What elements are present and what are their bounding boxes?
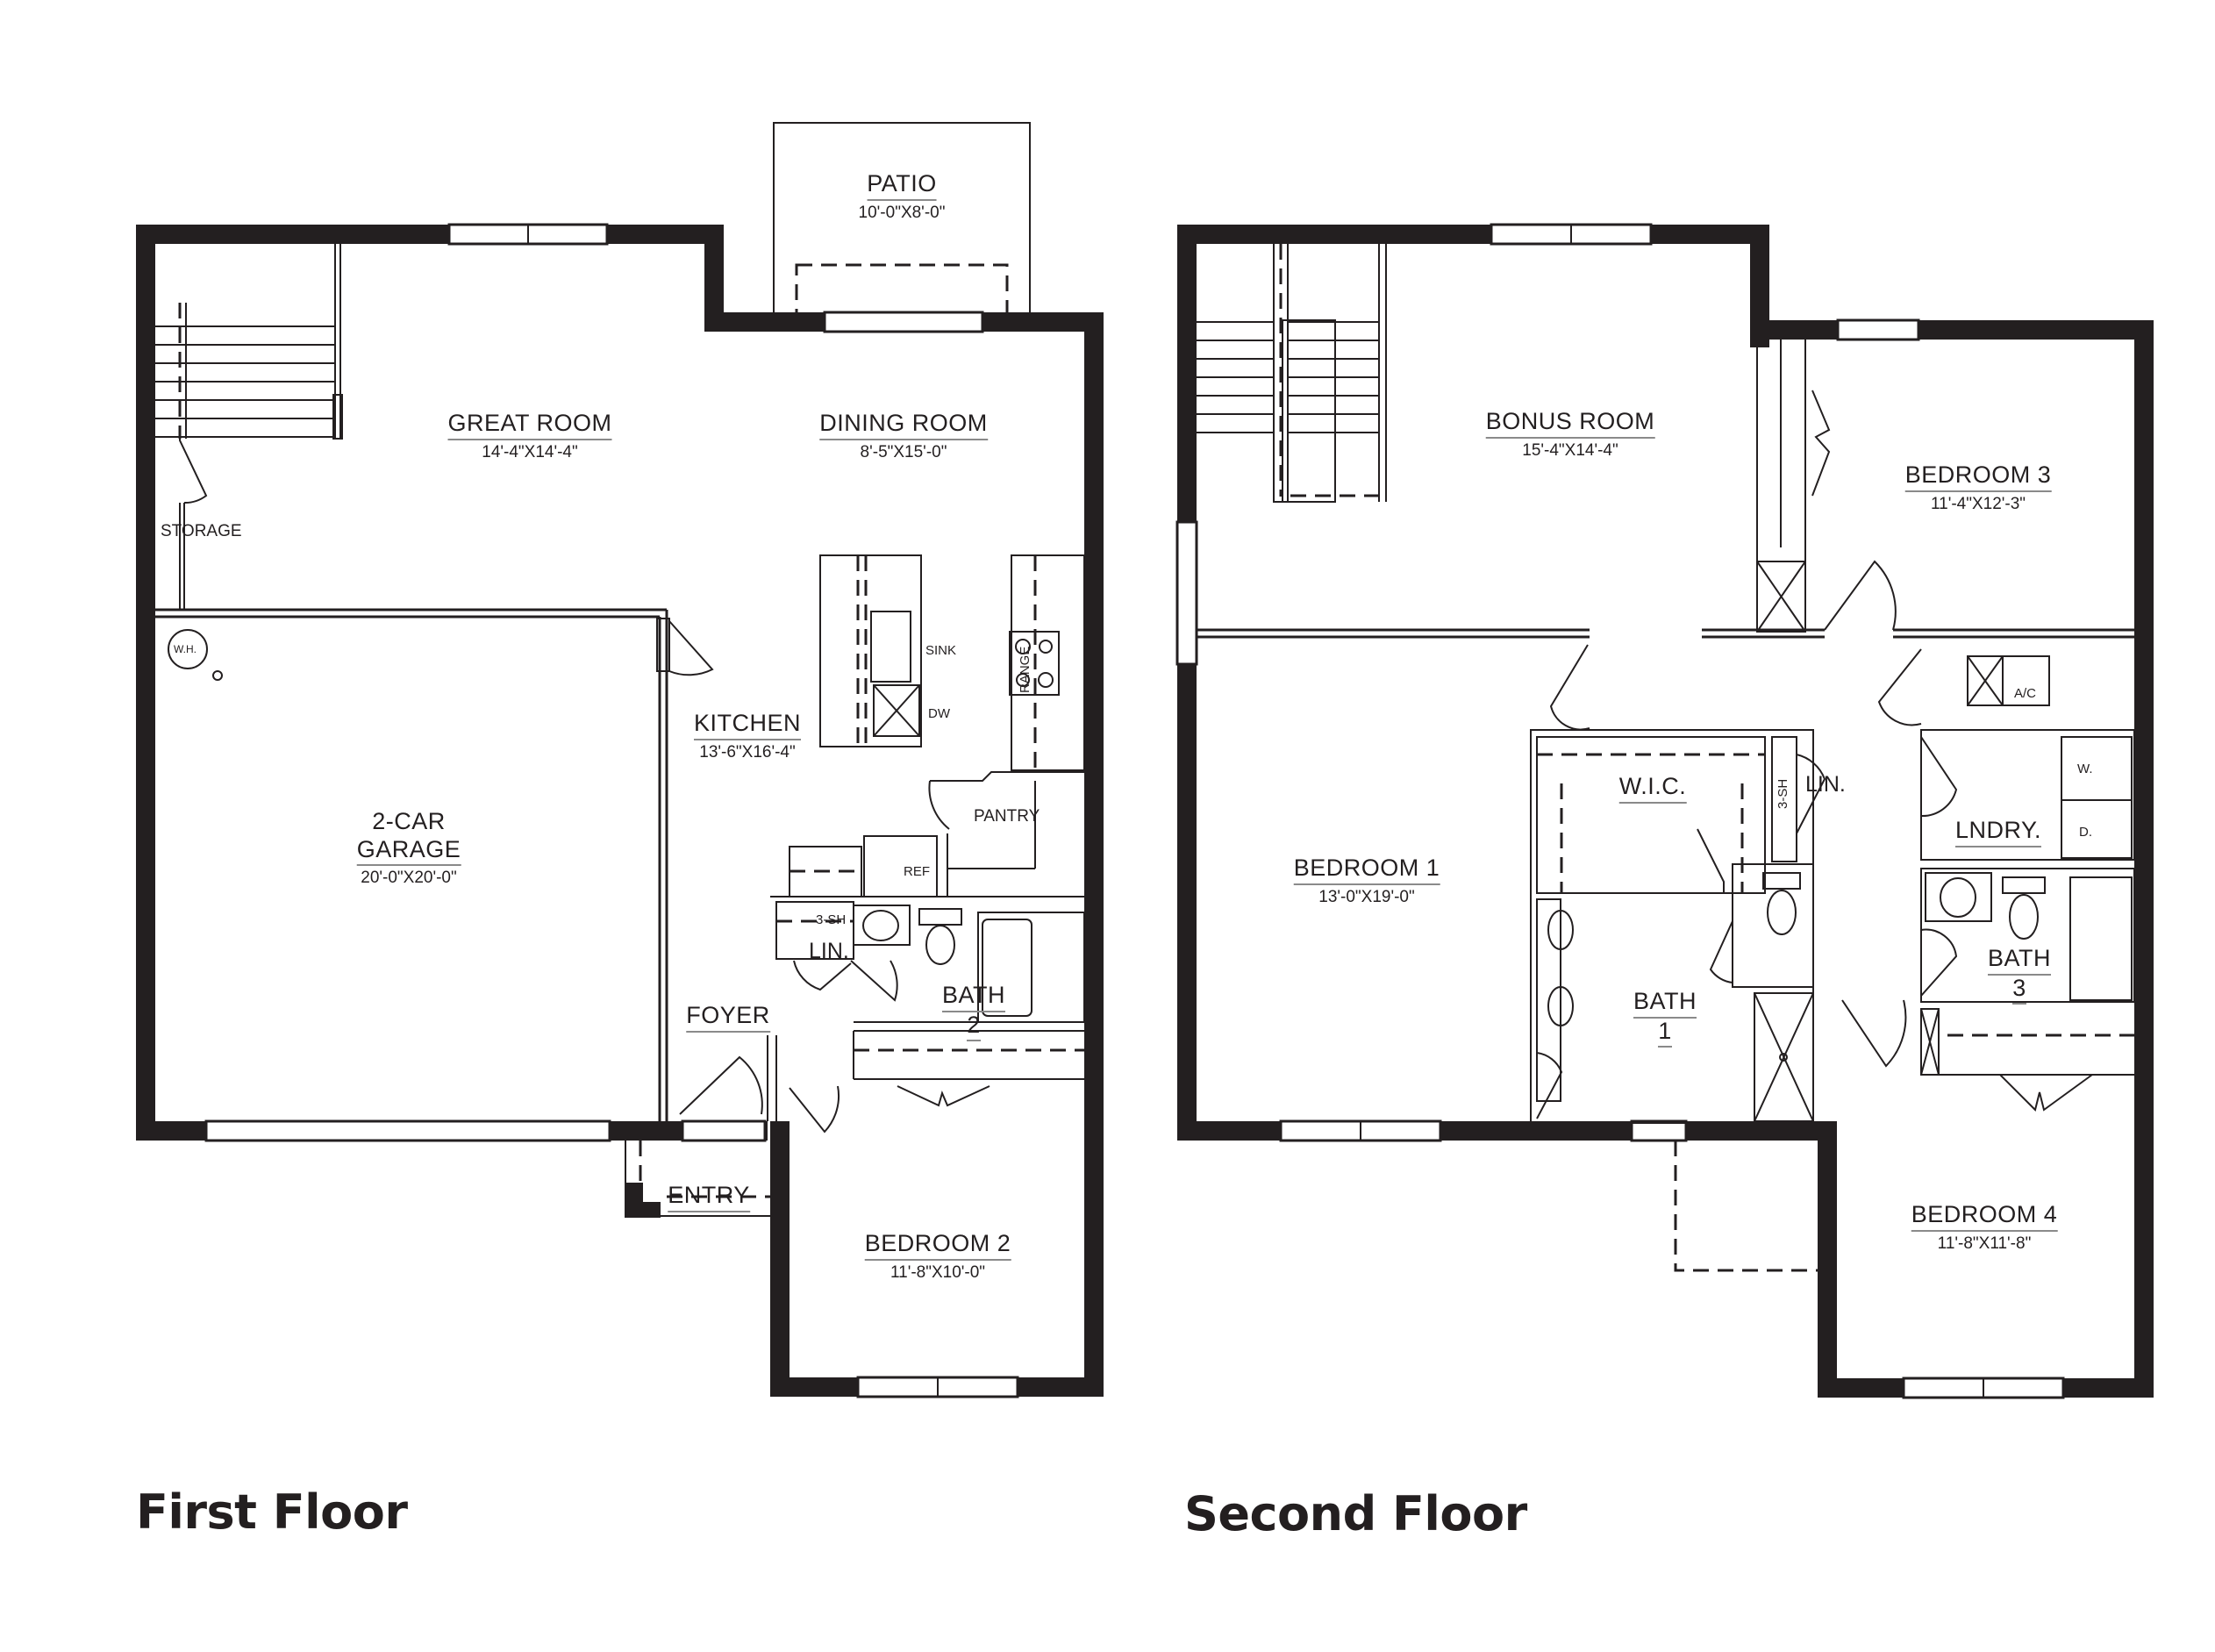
garage-door-swing xyxy=(668,620,714,676)
vanity xyxy=(853,905,911,946)
room-number: 3 xyxy=(2012,975,2026,1005)
room-name: GREAT ROOM xyxy=(447,410,612,440)
room-dimensions: 20'-0"X20'-0" xyxy=(361,869,457,888)
sink xyxy=(870,611,911,683)
room-dimensions: 10'-0"X8'-0" xyxy=(858,203,946,222)
room-name-line1: 2-CAR xyxy=(372,808,446,834)
room-name: BEDROOM 1 xyxy=(1293,855,1440,885)
room-name: BEDROOM 2 xyxy=(864,1230,1011,1261)
room-name: KITCHEN xyxy=(693,710,802,740)
room-bedroom-1: BEDROOM 1 13'-0"X19'-0" xyxy=(1293,855,1440,907)
room-dimensions: 14'-4"X14'-4" xyxy=(482,442,578,461)
room-linen: LIN. xyxy=(809,939,849,963)
shelf-label: 3-SH xyxy=(1776,778,1790,809)
room-bedroom-2: BEDROOM 2 11'-8"X10'-0" xyxy=(864,1230,1011,1283)
room-bath-2: BATH 2 xyxy=(941,982,1006,1042)
room-name: BATH xyxy=(1633,988,1697,1019)
ac-unit xyxy=(1967,655,2050,706)
room-dimensions: 11'-4"X12'-3" xyxy=(1930,494,2026,513)
room-name: LNDRY. xyxy=(1954,817,2042,847)
linen-shelf xyxy=(1771,736,1797,862)
wic xyxy=(1536,736,1766,894)
room-bedroom-3: BEDROOM 3 11'-4"X12'-3" xyxy=(1904,461,2052,514)
washer xyxy=(2061,736,2133,801)
dryer xyxy=(2061,799,2133,859)
room-garage: 2-CAR GARAGE 20'-0"X20'-0" xyxy=(356,808,461,888)
counter xyxy=(1011,554,1085,771)
room-name: FOYER xyxy=(686,1002,770,1033)
water-heater xyxy=(168,629,208,669)
dishwasher-label: DW xyxy=(928,706,950,721)
room-pantry: PANTRY xyxy=(974,807,1040,826)
room-storage: STORAGE xyxy=(161,522,242,540)
room-bedroom-4: BEDROOM 4 11'-8"X11'-8" xyxy=(1911,1201,2058,1254)
first-floor-walls xyxy=(136,122,1104,1398)
room-kitchen: KITCHEN 13'-6"X16'-4" xyxy=(693,710,802,762)
laundry-room xyxy=(1920,729,2135,861)
dryer-label: D. xyxy=(2079,825,2092,840)
water-closet xyxy=(1732,863,1814,988)
room-foyer: FOYER xyxy=(686,1002,770,1033)
refrigerator-label: REF xyxy=(904,864,930,879)
second-floor-walls xyxy=(1175,223,2154,1399)
range-label: RANGE xyxy=(1018,646,1032,693)
room-great-room: GREAT ROOM 14'-4"X14'-4" xyxy=(447,410,612,462)
ac-label: A/C xyxy=(2014,686,2037,701)
bath-3 xyxy=(1920,868,2135,1003)
room-name: BEDROOM 3 xyxy=(1904,461,2052,492)
shelf-label: 3-SH xyxy=(816,912,847,927)
dishwasher xyxy=(873,684,920,737)
room-name: ENTRY xyxy=(668,1182,750,1212)
room-name: BEDROOM 4 xyxy=(1911,1201,2058,1232)
room-bath-3: BATH 3 xyxy=(1987,945,2052,1005)
room-laundry: LNDRY. xyxy=(1954,817,2042,847)
room-patio: PATIO 10'-0"X8'-0" xyxy=(858,170,946,223)
room-dimensions: 11'-8"X11'-8" xyxy=(1937,1234,2032,1253)
room-number: 2 xyxy=(967,1012,981,1042)
room-dimensions: 13'-6"X16'-4" xyxy=(699,742,796,762)
patio-outline xyxy=(773,122,1031,331)
first-floor-title: First Floor xyxy=(136,1484,408,1540)
kitchen-island xyxy=(819,554,922,747)
room-dimensions: 11'-8"X10'-0" xyxy=(890,1262,986,1282)
range xyxy=(1009,631,1060,696)
room-linen: LIN. xyxy=(1805,772,1846,797)
slider-door xyxy=(823,311,984,333)
room-entry: ENTRY xyxy=(668,1182,750,1212)
room-number: 1 xyxy=(1658,1018,1672,1048)
room-bonus-room: BONUS ROOM 15'-4"X14'-4" xyxy=(1485,408,1655,461)
room-name: W.I.C. xyxy=(1618,773,1687,804)
room-bath-1: BATH 1 xyxy=(1633,988,1697,1048)
sink-label: SINK xyxy=(925,643,957,658)
room-wic: W.I.C. xyxy=(1618,773,1687,804)
garage-door xyxy=(204,1119,611,1142)
room-name: BATH xyxy=(1987,945,2052,976)
water-heater-label: W.H. xyxy=(174,643,196,655)
shower xyxy=(1754,992,1814,1122)
room-name: DINING ROOM xyxy=(819,410,988,440)
hvac-chase xyxy=(1756,561,1806,633)
room-name: BONUS ROOM xyxy=(1485,408,1655,439)
double-vanity xyxy=(1536,898,1561,1102)
room-dimensions: 13'-0"X19'-0" xyxy=(1318,887,1415,906)
room-name: BATH xyxy=(941,982,1006,1012)
front-door-threshold xyxy=(681,1119,767,1142)
room-dining-room: DINING ROOM 8'-5"X15'-0" xyxy=(819,410,988,462)
room-name: PATIO xyxy=(867,170,937,201)
bathtub xyxy=(2069,876,2133,1001)
room-name-line2: GARAGE xyxy=(356,836,461,867)
stairs xyxy=(1197,238,1387,503)
room-dimensions: 15'-4"X14'-4" xyxy=(1522,440,1618,460)
second-floor-title: Second Floor xyxy=(1184,1486,1527,1541)
room-dimensions: 8'-5"X15'-0" xyxy=(860,442,947,461)
toilet-tank xyxy=(918,908,962,926)
stairs xyxy=(155,244,343,440)
washer-label: W. xyxy=(2077,762,2093,776)
